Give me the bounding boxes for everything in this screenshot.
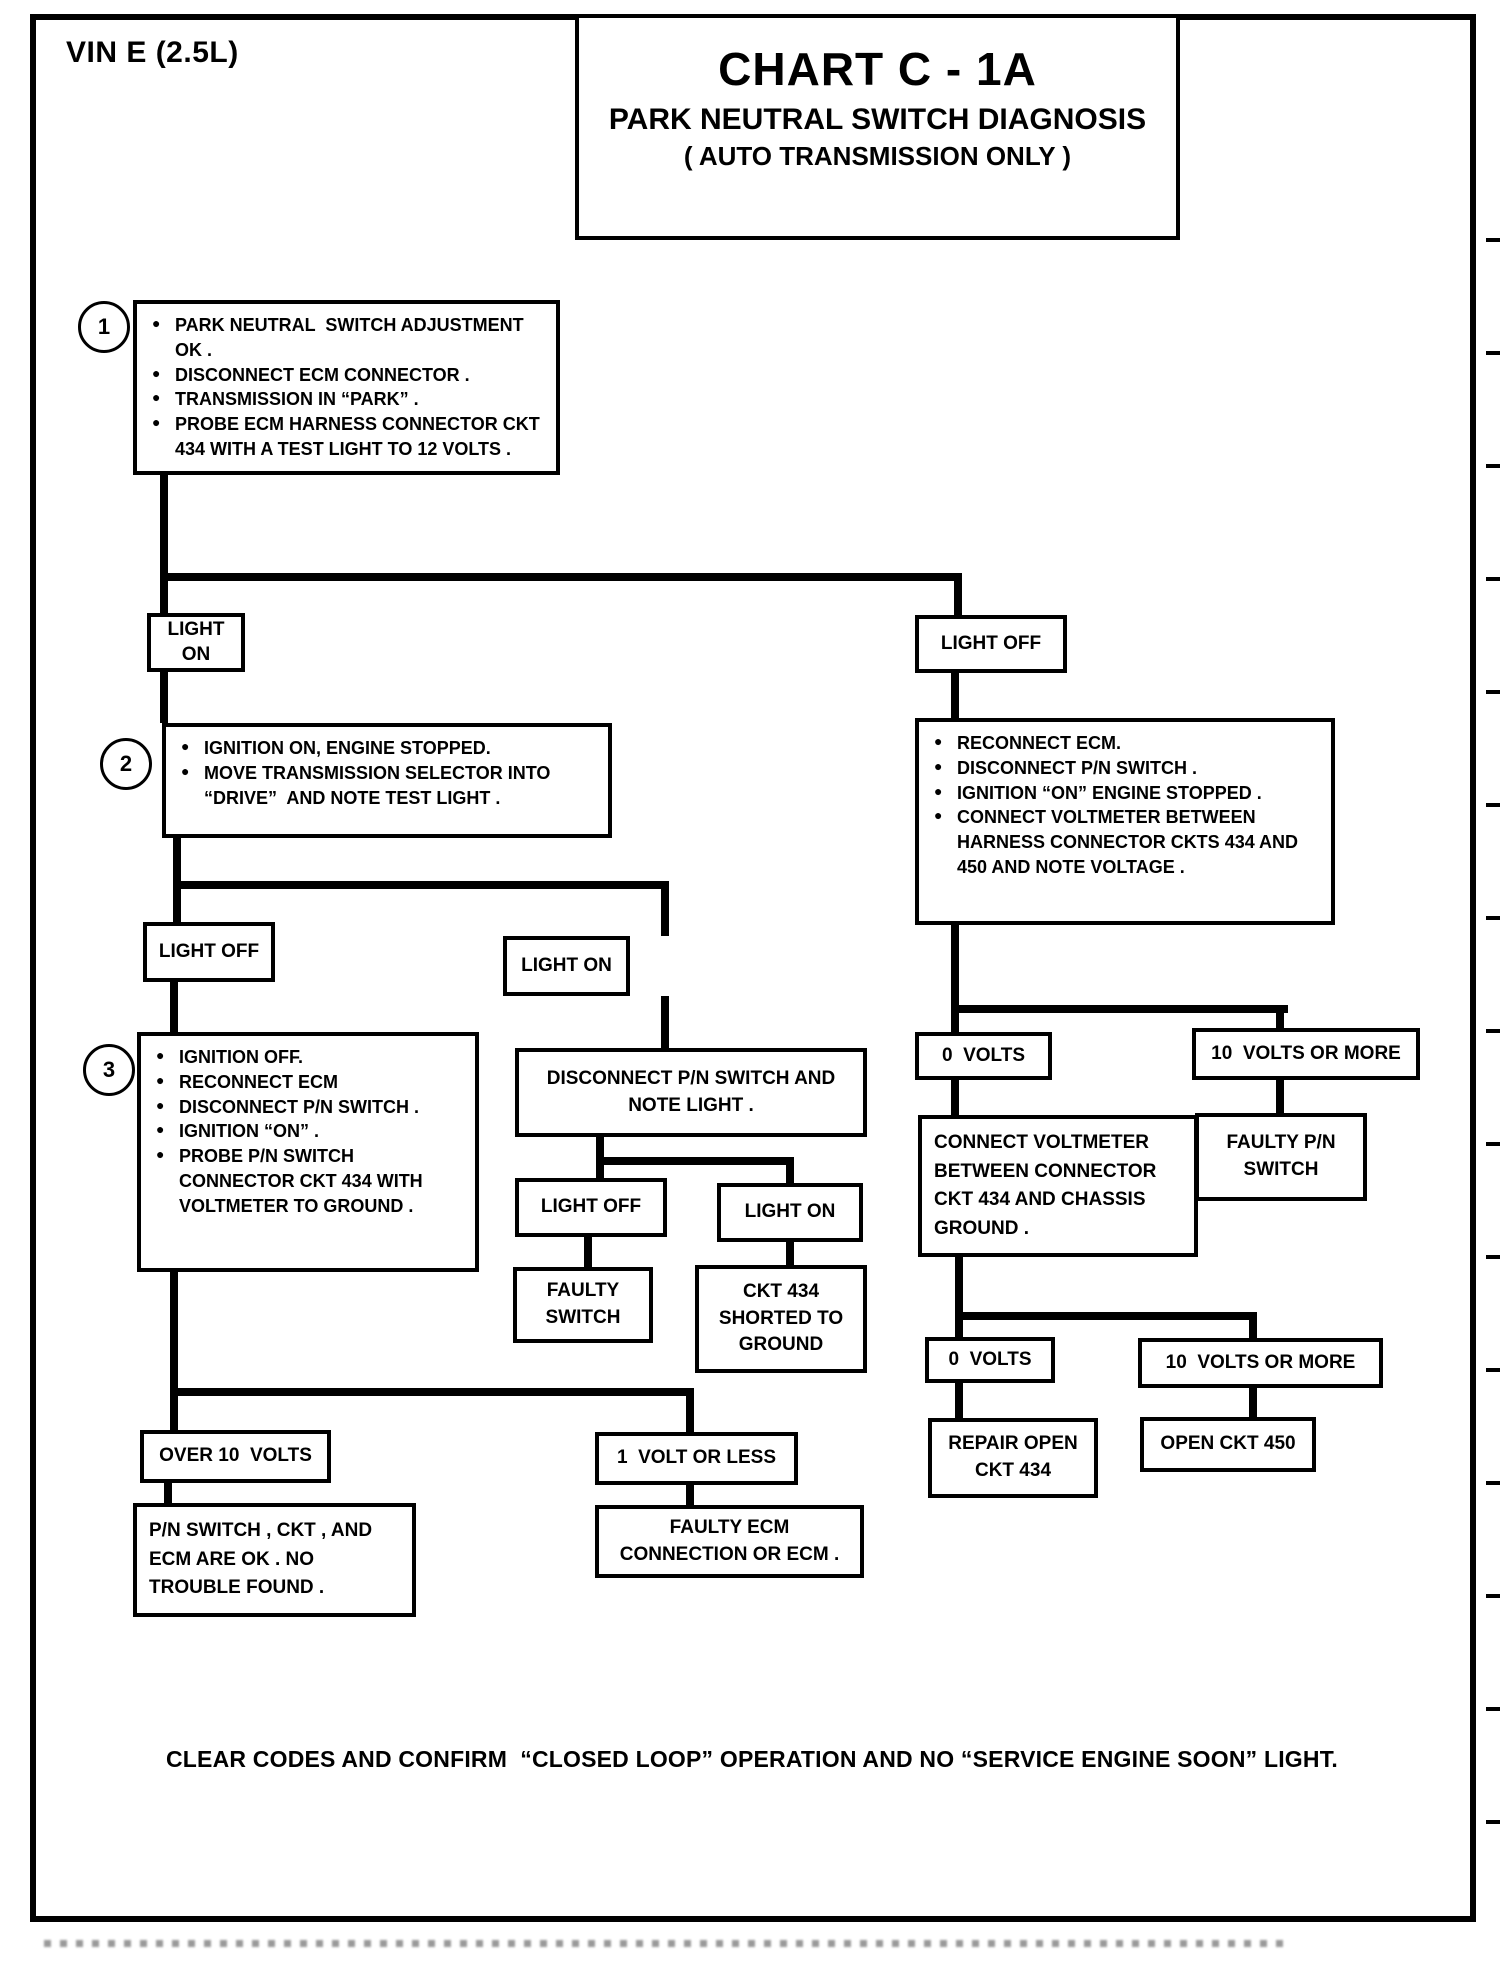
flow-node-1-volt-or-less: 1 VOLT OR LESS xyxy=(595,1432,798,1485)
step-item: IGNITION OFF. xyxy=(155,1045,461,1070)
step-item: PROBE P/N SWITCH CONNECTOR CKT 434 WITH … xyxy=(155,1144,461,1218)
flow-node-0-volts-a: 0 VOLTS xyxy=(915,1032,1052,1080)
chart-subtitle: PARK NEUTRAL SWITCH DIAGNOSIS xyxy=(608,102,1147,136)
step-item: CONNECT VOLTMETER BETWEEN HARNESS CONNEC… xyxy=(933,805,1317,879)
connector-line xyxy=(955,1383,963,1418)
flow-node-light-off-3: LIGHT OFF xyxy=(515,1178,667,1237)
vin-label: VIN E (2.5L) xyxy=(66,36,239,69)
flow-node-faulty-switch: FAULTY SWITCH xyxy=(513,1267,653,1343)
flow-node-light-on-2: LIGHT ON xyxy=(503,936,630,996)
flow-node-light-off-2: LIGHT OFF xyxy=(143,922,275,982)
flow-node-repair-open-ckt434: REPAIR OPEN CKT 434 xyxy=(928,1418,1098,1498)
step-item: PROBE ECM HARNESS CONNECTOR CKT 434 WITH… xyxy=(151,412,542,462)
flow-node-connect-voltmeter: CONNECT VOLTMETER BETWEEN CONNECTOR CKT … xyxy=(918,1115,1198,1257)
step-item: RECONNECT ECM xyxy=(155,1070,461,1095)
connector-line xyxy=(951,1005,1288,1013)
connector-line xyxy=(596,1157,604,1178)
footer-note: CLEAR CODES AND CONFIRM “CLOSED LOOP” OP… xyxy=(166,1746,1338,1772)
connector-line xyxy=(596,1137,604,1165)
step-number-circle-1: 1 xyxy=(78,301,130,353)
flow-node-light-on-3: LIGHT ON xyxy=(717,1183,863,1242)
connector-line xyxy=(173,881,669,889)
connector-line xyxy=(160,573,962,581)
step-item: IGNITION “ON” . xyxy=(155,1119,461,1144)
flow-node-light-off-1: LIGHT OFF xyxy=(915,615,1067,673)
connector-line xyxy=(951,673,959,718)
step-number: 3 xyxy=(102,1057,116,1082)
connector-line xyxy=(164,1483,172,1503)
connector-line xyxy=(951,925,959,1013)
connector-line xyxy=(786,1242,794,1265)
scan-artifact xyxy=(44,1940,1284,1947)
connector-line xyxy=(951,1080,959,1115)
connector-line xyxy=(1249,1388,1257,1417)
connector-line xyxy=(160,672,168,723)
connector-line xyxy=(1249,1312,1257,1338)
connector-line xyxy=(954,573,962,615)
flow-node-10-volts-or-more-a: 10 VOLTS OR MORE xyxy=(1192,1028,1420,1080)
chart-title: CHART C - 1A xyxy=(718,43,1037,95)
flow-node-faulty-pn-switch: FAULTY P/N SWITCH xyxy=(1195,1113,1367,1201)
connector-line xyxy=(786,1157,794,1183)
step-item: MOVE TRANSMISSION SELECTOR INTO “DRIVE” … xyxy=(180,761,594,811)
flow-node-disconnect-pn-switch: DISCONNECT P/N SWITCH AND NOTE LIGHT . xyxy=(515,1048,867,1137)
connector-line xyxy=(686,1388,694,1432)
connector-line xyxy=(160,437,168,613)
step-item: PARK NEUTRAL SWITCH ADJUSTMENT OK . xyxy=(151,313,542,363)
step-item: DISCONNECT P/N SWITCH . xyxy=(155,1095,461,1120)
step-item: IGNITION ON, ENGINE STOPPED. xyxy=(180,736,594,761)
connector-line xyxy=(955,1312,1257,1320)
connector-line xyxy=(686,1485,694,1505)
connector-line xyxy=(661,881,669,936)
flow-node-light-on-1: LIGHT ON xyxy=(147,613,245,672)
connector-line xyxy=(596,1157,794,1165)
scan-tick-marks xyxy=(1486,238,1500,1828)
flow-node-ckt434-shorted: CKT 434 SHORTED TO GROUND xyxy=(695,1265,867,1373)
step-number: 2 xyxy=(119,751,133,776)
connector-line xyxy=(951,1005,959,1032)
flow-node-step2: IGNITION ON, ENGINE STOPPED. MOVE TRANSM… xyxy=(162,723,612,838)
flow-node-reconnect-ecm: RECONNECT ECM. DISCONNECT P/N SWITCH . I… xyxy=(915,718,1335,925)
connector-line xyxy=(1276,1005,1284,1028)
title-block: CHART C - 1A PARK NEUTRAL SWITCH DIAGNOS… xyxy=(575,14,1180,240)
step-item: TRANSMISSION IN “PARK” . xyxy=(151,387,542,412)
flow-node-faulty-ecm: FAULTY ECM CONNECTION OR ECM . xyxy=(595,1505,864,1578)
connector-line xyxy=(1276,1080,1284,1113)
connector-line xyxy=(955,1257,963,1320)
connector-line xyxy=(661,996,669,1048)
connector-line xyxy=(584,1237,592,1267)
connector-line xyxy=(170,1388,694,1396)
connector-line xyxy=(170,1272,178,1430)
flow-node-step1: PARK NEUTRAL SWITCH ADJUSTMENT OK . DISC… xyxy=(133,300,560,475)
step-item: RECONNECT ECM. xyxy=(933,731,1317,756)
step-number-circle-3: 3 xyxy=(83,1044,135,1096)
flow-node-open-ckt450: OPEN CKT 450 xyxy=(1140,1417,1316,1472)
step-number-circle-2: 2 xyxy=(100,738,152,790)
connector-line xyxy=(170,982,178,1032)
step-item: DISCONNECT ECM CONNECTOR . xyxy=(151,363,542,388)
flow-node-0-volts-b: 0 VOLTS xyxy=(925,1337,1055,1383)
step-item: IGNITION “ON” ENGINE STOPPED . xyxy=(933,781,1317,806)
chart-note: ( AUTO TRANSMISSION ONLY ) xyxy=(683,141,1072,172)
step-item: DISCONNECT P/N SWITCH . xyxy=(933,756,1317,781)
connector-line xyxy=(173,838,181,922)
flow-node-over-10-volts: OVER 10 VOLTS xyxy=(140,1430,331,1483)
flow-node-pn-switch-ok: P/N SWITCH , CKT , AND ECM ARE OK . NO T… xyxy=(133,1503,416,1617)
step-number: 1 xyxy=(97,314,111,339)
connector-line xyxy=(955,1312,963,1337)
flow-node-step3: IGNITION OFF. RECONNECT ECM DISCONNECT P… xyxy=(137,1032,479,1272)
flow-node-10-volts-or-more-b: 10 VOLTS OR MORE xyxy=(1138,1338,1383,1388)
